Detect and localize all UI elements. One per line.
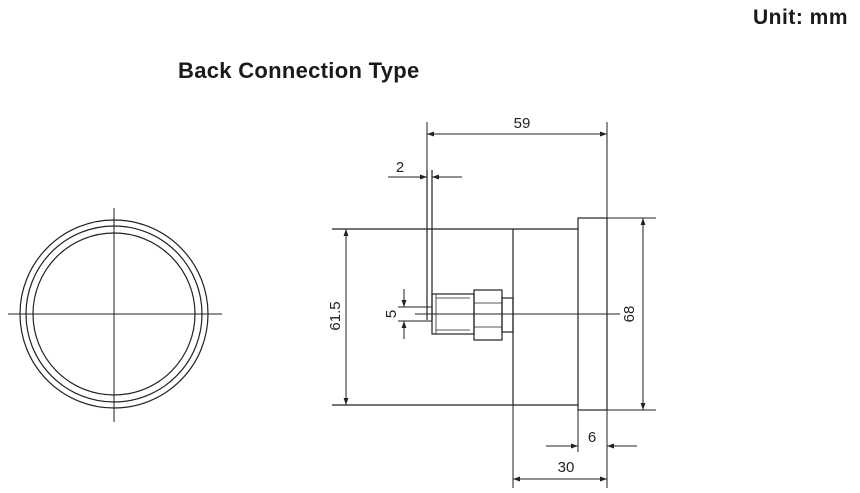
dim-30-label: 30 (558, 459, 575, 476)
diagram-title: Back Connection Type (178, 58, 420, 83)
front-view (8, 208, 222, 422)
dim-2-label: 2 (396, 159, 404, 176)
dim-thread-size (398, 289, 432, 339)
dim-61-5-label: 61.5 (327, 301, 344, 330)
dim-5-label: 5 (383, 310, 400, 318)
dim-68-label: 68 (621, 306, 638, 323)
dim-flange-diameter (607, 217, 656, 411)
stem-socket (501, 297, 514, 333)
side-view (332, 170, 620, 411)
dim-overall-depth (426, 122, 608, 218)
dim-flange-thickness (546, 410, 637, 488)
dim-rear-depth (512, 405, 607, 488)
dim-6-label: 6 (588, 429, 596, 446)
dim-59-label: 59 (514, 115, 531, 132)
unit-label: Unit: mm (753, 6, 848, 29)
hex-nut (473, 289, 503, 341)
